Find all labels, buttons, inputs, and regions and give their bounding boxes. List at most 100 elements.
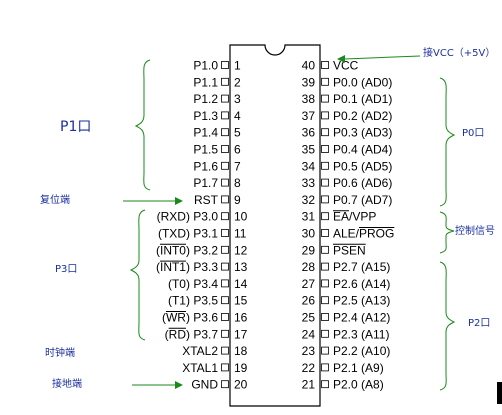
pin-number: 36 xyxy=(302,126,316,140)
pin-label: P0.0 (AD0) xyxy=(333,75,392,89)
pin-pad xyxy=(221,178,229,187)
pin-label: P1.0 xyxy=(193,59,218,73)
pin-label: P0.1 (AD1) xyxy=(333,92,392,106)
pin-label: ALE/PROG xyxy=(333,227,394,241)
pin-pad xyxy=(321,380,329,389)
pin-pad xyxy=(321,61,329,69)
pin-pad xyxy=(221,61,229,69)
pin-label: (RD) P3.7 xyxy=(165,327,219,341)
pin-pad xyxy=(321,229,329,237)
reset-label: 复位端 xyxy=(40,193,70,206)
pin-40: 40 VCC xyxy=(302,59,359,73)
vcc-label: 接VCC（+5V） xyxy=(423,46,495,59)
pin-28: 28 P2.7 (A15) xyxy=(302,260,391,274)
pin-number: 22 xyxy=(302,361,316,375)
pin-pad xyxy=(221,313,229,321)
pin-label: (INT1) P3.3 xyxy=(156,260,218,274)
pin-number: 6 xyxy=(234,143,241,157)
pin-pad xyxy=(321,262,329,271)
pin-number: 10 xyxy=(234,210,248,224)
pin-label: P0.3 (AD3) xyxy=(333,126,392,140)
p3-bracket xyxy=(129,209,146,341)
pin-label: P2.5 (A13) xyxy=(333,294,390,308)
pin-label: P1.6 xyxy=(193,159,218,173)
pin-number: 8 xyxy=(234,176,241,190)
pin-number: 38 xyxy=(302,92,316,106)
pin-number: 27 xyxy=(302,277,316,291)
pin-label: P0.7 (AD7) xyxy=(333,193,392,207)
pin-label: (INT0) P3.2 xyxy=(156,243,218,257)
pin-pad xyxy=(221,94,229,103)
p0-label: P0口 xyxy=(462,128,484,139)
pin-number: 2 xyxy=(234,75,241,89)
pin-pad xyxy=(321,346,329,355)
pin-label: P0.2 (AD2) xyxy=(333,109,392,123)
pin-number: 5 xyxy=(234,126,241,140)
pin-number: 4 xyxy=(234,109,241,123)
pin-5: P1.4 5 xyxy=(193,126,241,140)
pin-pad xyxy=(221,245,229,254)
pin-pad xyxy=(221,262,229,271)
p2-bracket xyxy=(439,261,456,391)
pin-label: P1.3 xyxy=(193,109,218,123)
pin-number: 20 xyxy=(234,378,248,392)
pin-label: (TXD) P3.1 xyxy=(158,227,218,241)
pin-number: 17 xyxy=(234,327,248,341)
pin-pad xyxy=(321,94,329,103)
pin-number: 13 xyxy=(234,260,248,274)
pin-pad xyxy=(221,296,229,305)
pin-label: PSEN xyxy=(333,243,366,257)
pin-label: P1.4 xyxy=(193,126,218,140)
pin-27: 27 P2.6 (A14) xyxy=(302,277,391,291)
pin-number: 24 xyxy=(302,327,316,341)
pin-label: P2.7 (A15) xyxy=(333,260,390,274)
pin-label: (RXD) P3.0 xyxy=(157,210,219,224)
pin-pad xyxy=(221,77,229,86)
pin-label: RST xyxy=(194,193,219,207)
pin-pad xyxy=(221,229,229,237)
pin-label: P2.2 (A10) xyxy=(333,344,390,358)
pin-number: 30 xyxy=(302,227,316,241)
pin-17: (RD) P3.7 17 xyxy=(165,327,248,341)
pin-label: EA/VPP xyxy=(333,210,376,224)
pin-label: (T0) P3.4 xyxy=(168,277,218,291)
p1-label: P1口 xyxy=(60,119,91,135)
pin-pad xyxy=(321,296,329,305)
pin-number: 12 xyxy=(234,243,248,257)
control-bracket xyxy=(439,211,455,254)
pin-number: 40 xyxy=(302,59,316,73)
pin-13: (INT1) P3.3 13 xyxy=(156,260,248,274)
pin-1: P1.0 1 xyxy=(193,59,241,73)
pin-20: GND 20 xyxy=(191,378,247,392)
ground-arrow xyxy=(132,381,183,389)
pin-pad xyxy=(221,128,229,137)
pin-label: P1.5 xyxy=(193,143,218,157)
pin-label: VCC xyxy=(333,59,359,73)
pin-label: GND xyxy=(191,378,218,392)
pin-number: 25 xyxy=(302,311,316,325)
pin-number: 28 xyxy=(302,260,316,274)
pin-pad xyxy=(321,111,329,120)
pin-label: P2.6 (A14) xyxy=(333,277,390,291)
pin-label: P2.3 (A11) xyxy=(333,327,389,341)
pin-number: 31 xyxy=(302,210,316,224)
pin-label: P2.0 (A8) xyxy=(333,378,384,392)
pin-24: 24 P2.3 (A11) xyxy=(302,327,390,341)
pin-4: P1.3 4 xyxy=(193,109,241,123)
pin-pad xyxy=(221,380,229,389)
pin-number: 1 xyxy=(234,59,241,73)
pin-pad xyxy=(221,145,229,153)
